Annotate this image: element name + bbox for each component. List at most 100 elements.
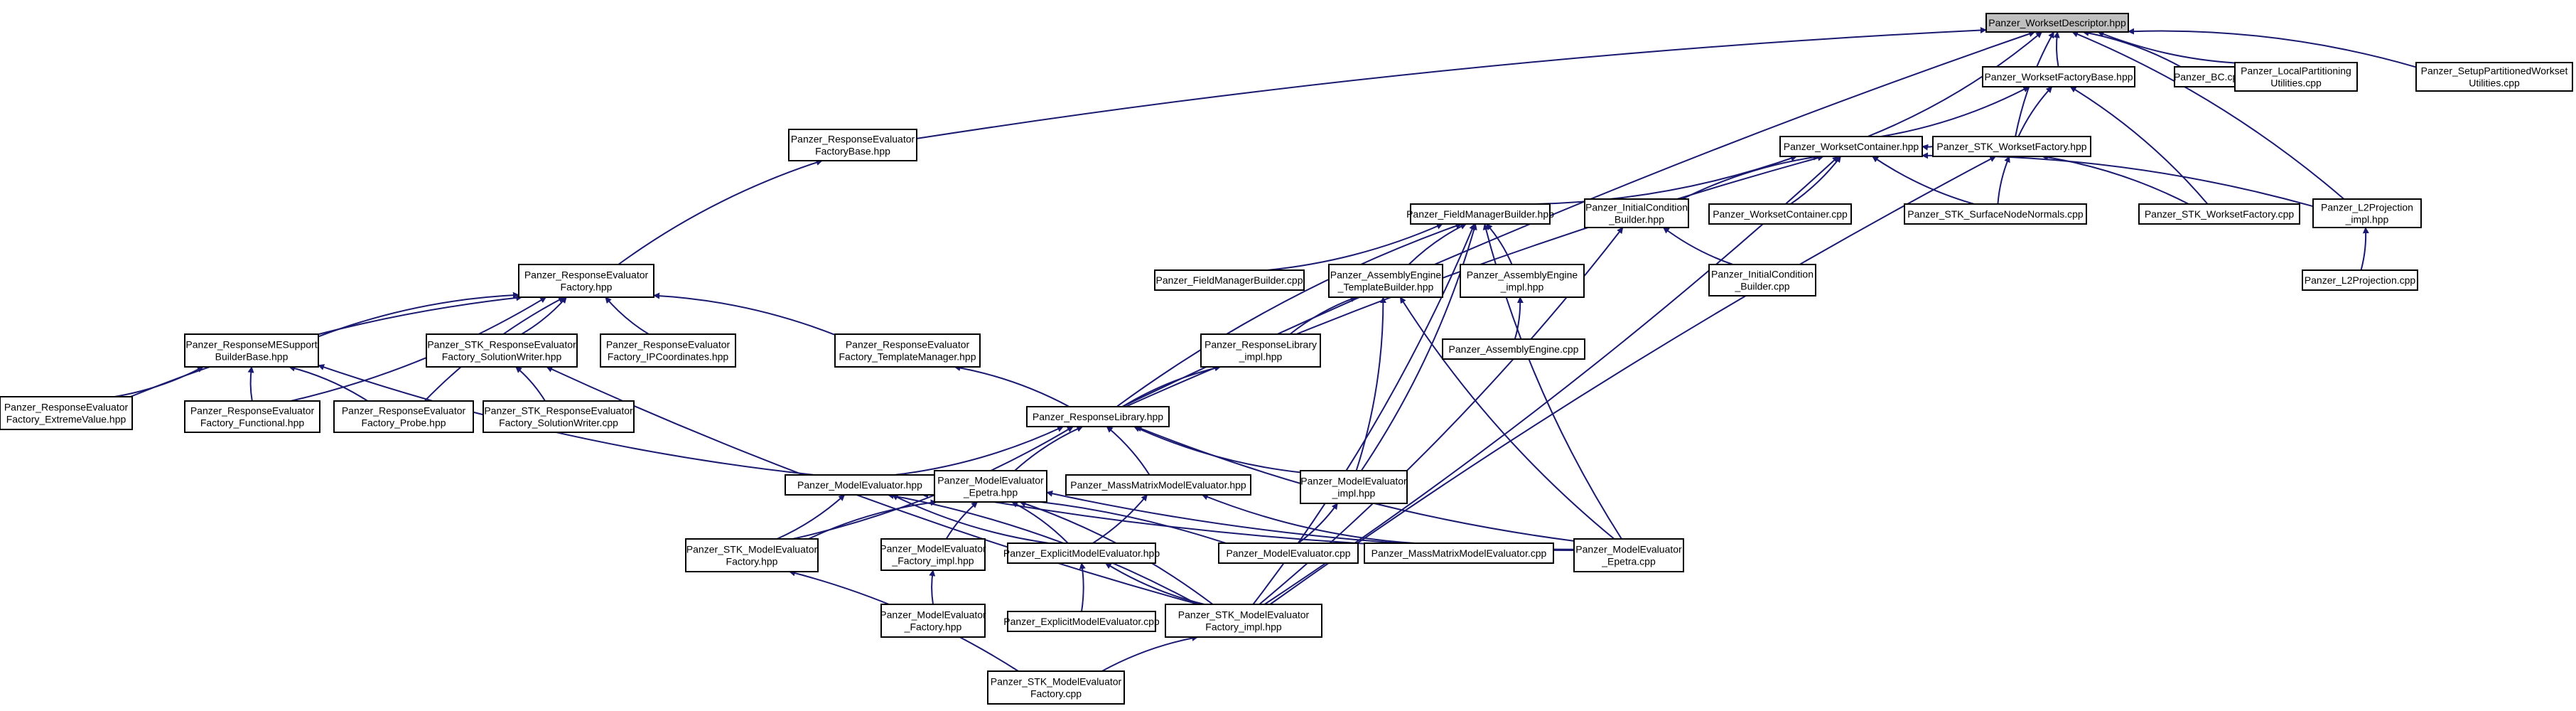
node-box [1982,66,2135,87]
node-meepcpp[interactable]: Panzer_ModelEvaluator_Epetra.cpp [1573,538,1684,572]
node-label: Panzer_WorksetFactoryBase.hpp [1984,71,2133,82]
node-snn[interactable]: Panzer_STK_SurfaceNodeNormals.cpp [1904,203,2087,225]
node-mecpp[interactable]: Panzer_ModelEvaluator.cpp [1218,542,1359,564]
node-label: Panzer_ResponseMESupport [185,339,317,351]
node-refip[interactable]: Panzer_ResponseEvaluatorFactory_IPCoordi… [600,333,736,368]
node-label: Panzer_STK_ModelEvaluator [686,544,818,555]
node-root[interactable]: Panzer_WorksetDescriptor.hpp [1985,13,2129,33]
node-label: Panzer_ResponseEvaluator [524,269,649,281]
node-mmme[interactable]: Panzer_MassMatrixModelEvaluator.hpp [1065,474,1251,496]
edge-ref-to-refb [618,159,823,265]
node-box [834,333,981,368]
node-stkmefimpl[interactable]: Panzer_STK_ModelEvaluatorFactory_impl.hp… [1165,604,1322,638]
node-mef[interactable]: Panzer_ModelEvaluator_Factory.hpp [880,604,986,638]
node-reftm[interactable]: Panzer_ResponseEvaluatorFactory_Template… [834,333,981,368]
node-wccpp[interactable]: Panzer_WorksetContainer.cpp [1708,203,1852,225]
edge-spwu-to-root [2128,28,2417,68]
node-label: Factory_SolutionWriter.cpp [499,417,618,429]
node-box [1708,264,1816,296]
node-box [1573,538,1684,572]
node-label: Panzer_SetupPartitionedWorkset [2421,65,2568,77]
node-label: Panzer_FieldManagerBuilder.hpp [1406,208,1554,220]
node-wfb[interactable]: Panzer_WorksetFactoryBase.hpp [1982,66,2135,87]
node-label: _impl.hpp [2345,214,2389,225]
node-label: Utilities.cpp [2469,77,2520,89]
node-meimpl[interactable]: Panzer_ModelEvaluator_impl.hpp [1300,470,1408,504]
node-l2impl[interactable]: Panzer_L2Projection_impl.hpp [2312,198,2422,228]
node-fmbcpp[interactable]: Panzer_FieldManagerBuilder.cpp [1154,269,1305,291]
edge-fmbcpp-to-fmb [1267,223,1443,271]
node-label: Panzer_STK_SurfaceNodeNormals.cpp [1907,208,2084,220]
edge-snn-to-wc [1872,156,1975,205]
node-aecpp[interactable]: Panzer_AssemblyEngine.cpp [1442,338,1585,360]
node-label: Panzer_ResponseEvaluator [846,339,970,351]
node-box [600,333,736,368]
node-bc[interactable]: Panzer_BC.cpp [2174,66,2243,87]
edge-refpr-to-rmesb [289,365,368,402]
edge-layer [114,26,2417,672]
node-box [1154,269,1305,291]
node-box [0,396,133,430]
node-stkrefswcpp[interactable]: Panzer_STK_ResponseEvaluatorFactory_Solu… [483,400,635,433]
edge-fmb-to-wc [1534,155,1797,205]
node-label: Panzer_STK_ModelEvaluator [1178,609,1310,621]
node-box [1584,198,1689,228]
edge-stkmef-to-me [776,494,846,540]
node-aeimpl[interactable]: Panzer_AssemblyEngine_impl.hpp [1460,264,1585,298]
node-box [1442,338,1585,360]
node-label: _Builder.hpp [1608,214,1664,225]
node-spwu[interactable]: Panzer_SetupPartitionedWorksetUtilities.… [2415,62,2573,92]
node-label: _Epetra.hpp [963,487,1018,498]
node-box [880,604,986,638]
node-aetb[interactable]: Panzer_AssemblyEngine_TemplateBuilder.hp… [1328,264,1443,298]
node-label: Panzer_BC.cpp [2174,71,2243,82]
node-refpr[interactable]: Panzer_ResponseEvaluatorFactory_Probe.hp… [333,400,474,433]
node-label: Panzer_ResponseEvaluator [791,134,915,145]
edge-meimpl-to-rl [1133,426,1301,474]
node-label: Panzer_STK_WorksetFactory.cpp [2145,208,2295,220]
node-box [518,264,654,298]
node-mefimpl[interactable]: Panzer_ModelEvaluator_Factory_impl.hpp [880,538,986,571]
edge-refb-to-root [916,26,1987,139]
node-exme[interactable]: Panzer_ExplicitModelEvaluator.hpp [1003,542,1160,564]
node-label: Factory.cpp [1030,688,1082,700]
node-refev[interactable]: Panzer_ResponseEvaluatorFactory_ExtremeV… [0,396,133,430]
edge-snn-to-stkwf [1997,156,2010,205]
edge-refev-to-rmesb [114,366,204,397]
edge-l2cpp-to-l2impl [2360,227,2369,271]
node-meep[interactable]: Panzer_ModelEvaluator_Epetra.hpp [934,470,1047,503]
node-label: Panzer_ResponseLibrary.hpp [1033,411,1163,422]
node-rlimpl[interactable]: Panzer_ResponseLibrary_impl.hpp [1200,333,1321,368]
edge-l2impl-to-root [2071,31,2345,200]
node-icb[interactable]: Panzer_InitialCondition_Builder.hpp [1584,198,1689,228]
edge-stkmefimpl-to-exme [1104,562,1205,605]
node-box [184,400,320,433]
node-mmmecpp[interactable]: Panzer_MassMatrixModelEvaluator.cpp [1364,542,1554,564]
node-fmb[interactable]: Panzer_FieldManagerBuilder.hpp [1406,203,1554,225]
node-box [1904,203,2087,225]
node-rl[interactable]: Panzer_ResponseLibrary.hpp [1026,406,1170,427]
edge-stkrefsw-to-ref [521,296,567,335]
node-box [1165,604,1322,638]
node-stkwf[interactable]: Panzer_STK_WorksetFactory.hpp [1932,136,2091,157]
node-me[interactable]: Panzer_ModelEvaluator.hpp [785,474,935,496]
node-label: Factory_ExtremeValue.hpp [6,414,126,425]
node-wc[interactable]: Panzer_WorksetContainer.hpp [1779,136,1923,157]
node-reffn[interactable]: Panzer_ResponseEvaluatorFactory_Function… [184,400,320,433]
node-icbcpp[interactable]: Panzer_InitialCondition_Builder.cpp [1708,264,1816,296]
node-exmecpp[interactable]: Panzer_ExplicitModelEvaluator.cpp [1003,611,1160,632]
node-stkrefsw[interactable]: Panzer_STK_ResponseEvaluatorFactory_Solu… [426,333,578,368]
node-l2cpp[interactable]: Panzer_L2Projection.cpp [2302,269,2418,291]
node-label: Panzer_WorksetDescriptor.hpp [1988,17,2126,28]
edge-rl-to-rlimpl [1121,365,1222,407]
node-stkwfcpp[interactable]: Panzer_STK_WorksetFactory.cpp [2138,203,2300,225]
node-label: Panzer_ModelEvaluator [1575,544,1682,555]
node-box [1065,474,1251,496]
node-label: _impl.hpp [1500,282,1544,293]
